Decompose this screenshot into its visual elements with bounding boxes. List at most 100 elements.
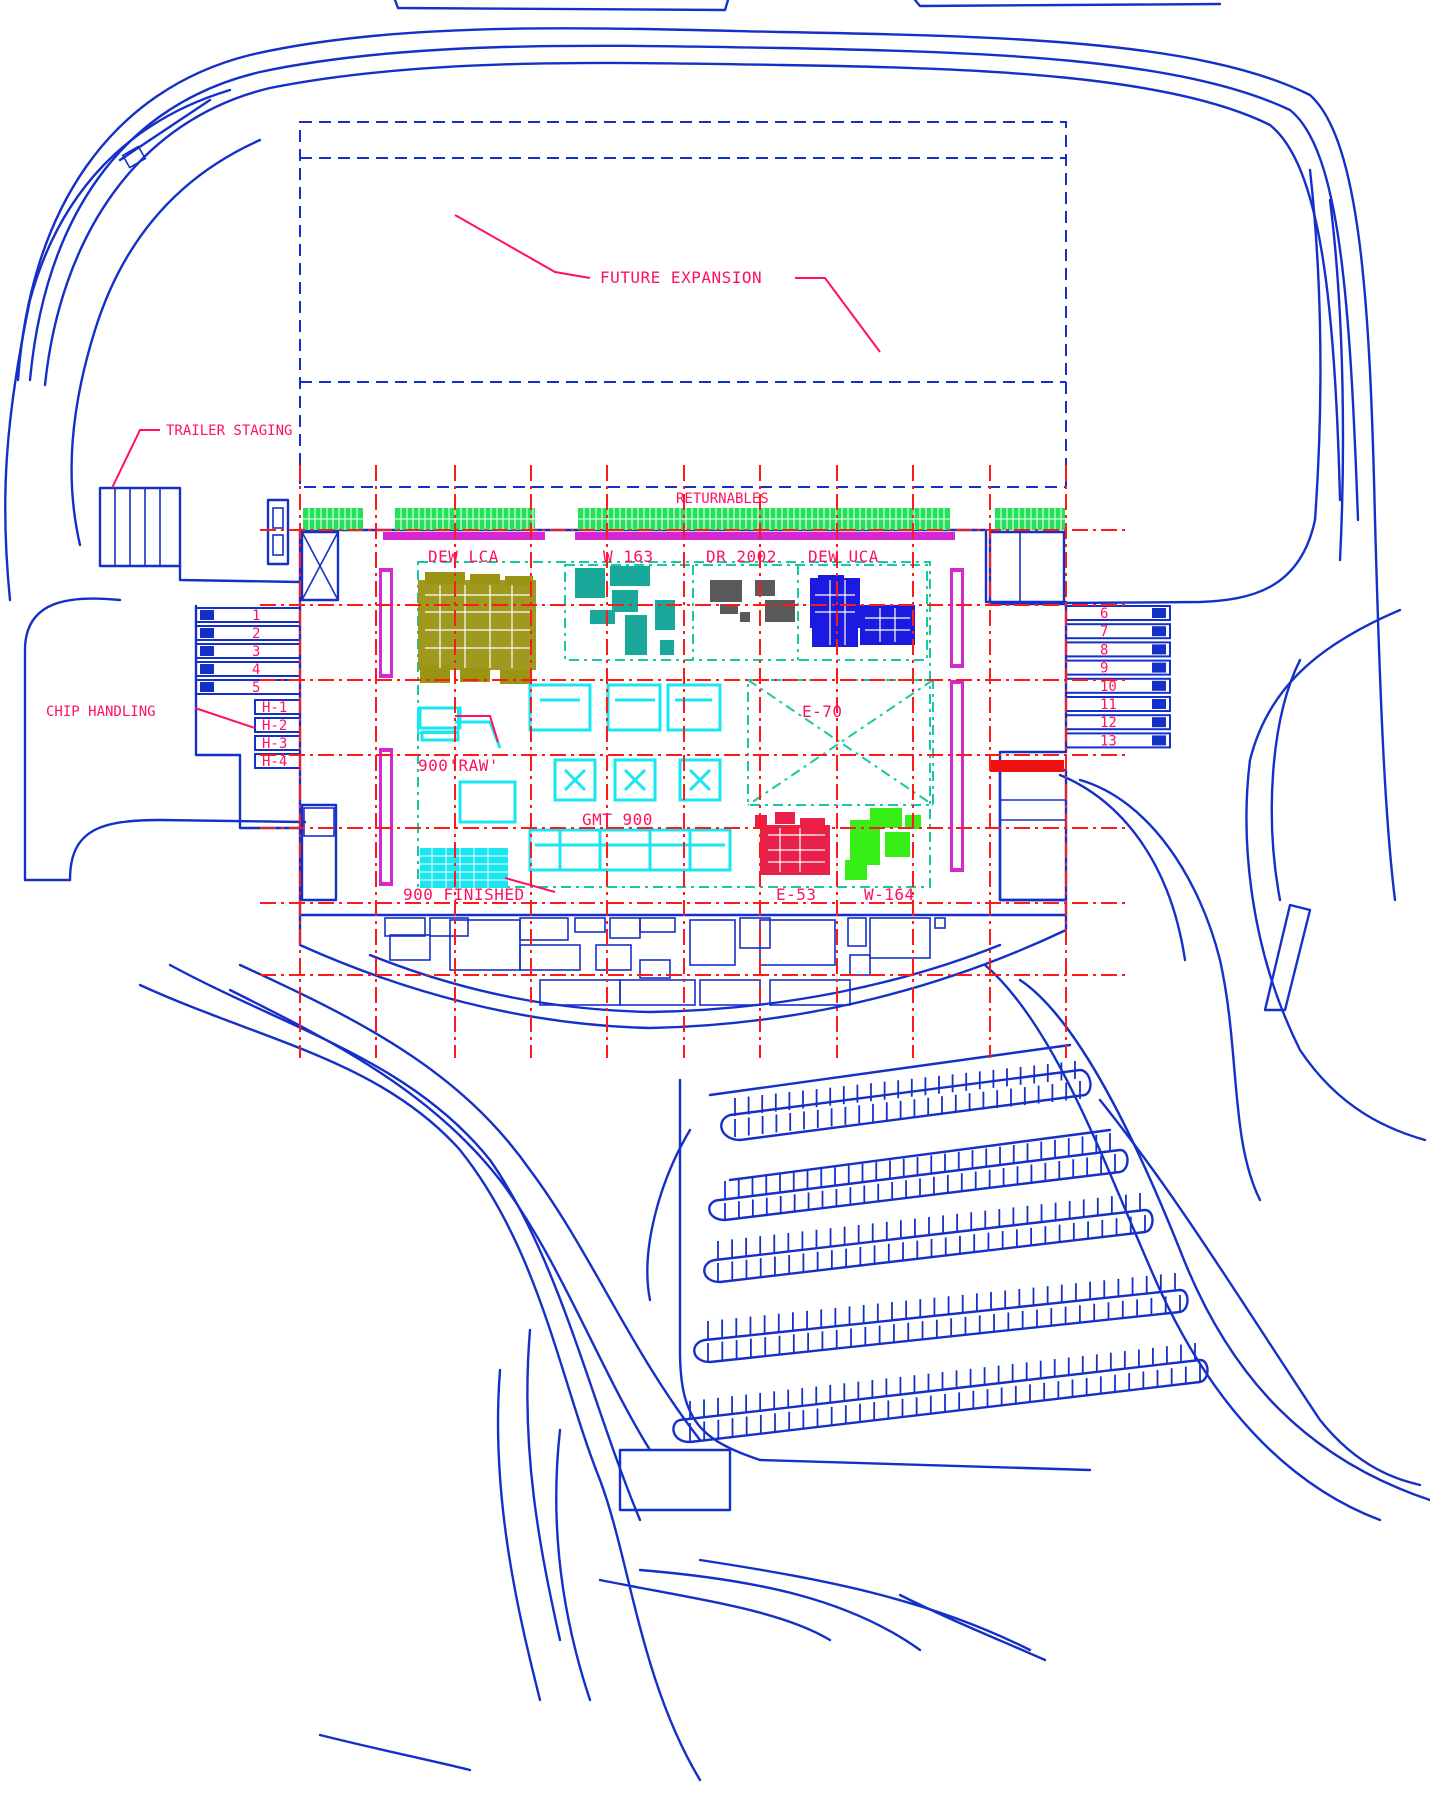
dock-number: 11 (1100, 697, 1117, 713)
parking-stalls (689, 1061, 1201, 1441)
dock-leveler (200, 682, 214, 692)
finished900-label: 900 FINISHED (403, 885, 525, 904)
office-room (739, 917, 771, 949)
returnables-area: RETURNABLES (303, 491, 1065, 540)
equipment-dew-lca (418, 572, 536, 684)
chip-handling-bays: H-1H-2H-3H-4 (254, 699, 301, 770)
dock-leveler (200, 628, 214, 638)
dock-leveler (1152, 644, 1166, 655)
returnables-label: RETURNABLES (676, 491, 769, 507)
trailer-staging: TRAILER STAGING (98, 423, 302, 584)
column-grid (260, 465, 1130, 1058)
dock-door-icon (1065, 659, 1171, 676)
office-room (619, 979, 696, 1006)
dock-door-icon (1065, 714, 1171, 731)
office-room (769, 979, 851, 1006)
w164-label: W-164 (864, 885, 915, 904)
equipment-e53-texture (768, 828, 825, 872)
office-room (519, 917, 569, 941)
dock-door-icon (1065, 677, 1171, 694)
equipment-900-raw (417, 707, 459, 734)
dock-leveler (1152, 608, 1166, 618)
future-expansion-label: FUTURE EXPANSION (600, 268, 762, 287)
office-room (699, 979, 761, 1006)
dock-leveler (200, 646, 214, 656)
equipment-dew-uca (810, 575, 915, 647)
chip-bay-label: H-4 (262, 754, 287, 770)
chip-bay-label: H-1 (262, 700, 287, 716)
office-room (429, 917, 469, 937)
chip-handling-label: CHIP HANDLING (46, 704, 156, 720)
w163-label: W 163 (603, 547, 654, 566)
office-room (389, 934, 431, 961)
office-rooms (384, 917, 946, 1006)
equipment-w164 (845, 808, 921, 880)
office-room (519, 944, 581, 971)
left-docks: 1 2 3 4 5 H-1H-2H-3H-4 CHIP HANDLING (46, 604, 302, 830)
dock-leveler (1152, 717, 1166, 728)
equipment-w163 (575, 566, 675, 655)
office-room (759, 919, 836, 966)
dock-door-icon (195, 679, 301, 695)
future-expansion-area: FUTURE EXPANSION (299, 121, 1067, 488)
office-room (847, 917, 867, 947)
department-labels: DEW LCA W 163 DR 2002 DEW UCA E-70 900'R… (403, 547, 915, 904)
dock-number: 6 (1100, 606, 1108, 622)
equipment-900-finished (420, 848, 508, 888)
equipment-900-finished-texture (420, 848, 508, 888)
dew-lca-label: DEW LCA (428, 547, 499, 566)
parking-lot (618, 1043, 1209, 1512)
office-room (689, 919, 736, 966)
chip-bay (254, 717, 301, 733)
dock-leveler (200, 610, 214, 620)
racking-north-left (383, 532, 545, 540)
office-room (449, 919, 521, 971)
chip-bay (254, 735, 301, 751)
dock-number: 8 (1100, 642, 1108, 658)
vertical-racking (379, 568, 964, 886)
dock-leveler (1152, 680, 1166, 691)
equipment-dew-lca-texture (425, 585, 530, 668)
dock-number: 5 (252, 680, 260, 696)
dock-leveler (1152, 626, 1166, 637)
dock-leveler (1152, 662, 1166, 673)
equipment-dew-uca-texture (815, 580, 910, 645)
e53-label: E-53 (776, 885, 817, 904)
racking-north-right (575, 532, 955, 540)
office-room (934, 917, 946, 929)
dock-number: 10 (1100, 679, 1117, 695)
dock-leveler (200, 664, 214, 674)
dock-doors-left: 1 2 3 4 5 (195, 607, 301, 696)
dock-number: 2 (252, 626, 260, 642)
e70-label: E-70 (802, 702, 843, 721)
office-room (384, 917, 426, 937)
site-roads (3, 0, 1430, 1782)
dock-number: 12 (1100, 715, 1117, 731)
office-room (639, 917, 676, 933)
trailer-staging-label: TRAILER STAGING (166, 423, 292, 439)
office-room (639, 959, 671, 979)
dr2002-label: DR 2002 (706, 547, 777, 566)
red-marker-bar (990, 760, 1064, 772)
office-room (595, 944, 632, 971)
dock-leveler (1152, 735, 1166, 746)
chip-bay-label: H-2 (262, 718, 287, 734)
chip-bay-label: H-3 (262, 736, 287, 752)
office-room (574, 917, 606, 933)
dock-number: 4 (252, 662, 260, 678)
office-room (609, 917, 641, 939)
dew-uca-label: DEW UCA (808, 547, 879, 566)
equipment-dr2002 (710, 580, 795, 622)
dock-leveler (1152, 699, 1166, 709)
dock-number: 7 (1100, 624, 1108, 640)
dock-number: 3 (252, 644, 260, 660)
dock-number: 9 (1100, 661, 1108, 677)
office-room (869, 917, 931, 959)
raw900-label: 900'RAW' (418, 756, 499, 775)
dock-number: 1 (252, 608, 260, 624)
equipment-e53 (755, 812, 830, 875)
office-room (849, 954, 871, 976)
